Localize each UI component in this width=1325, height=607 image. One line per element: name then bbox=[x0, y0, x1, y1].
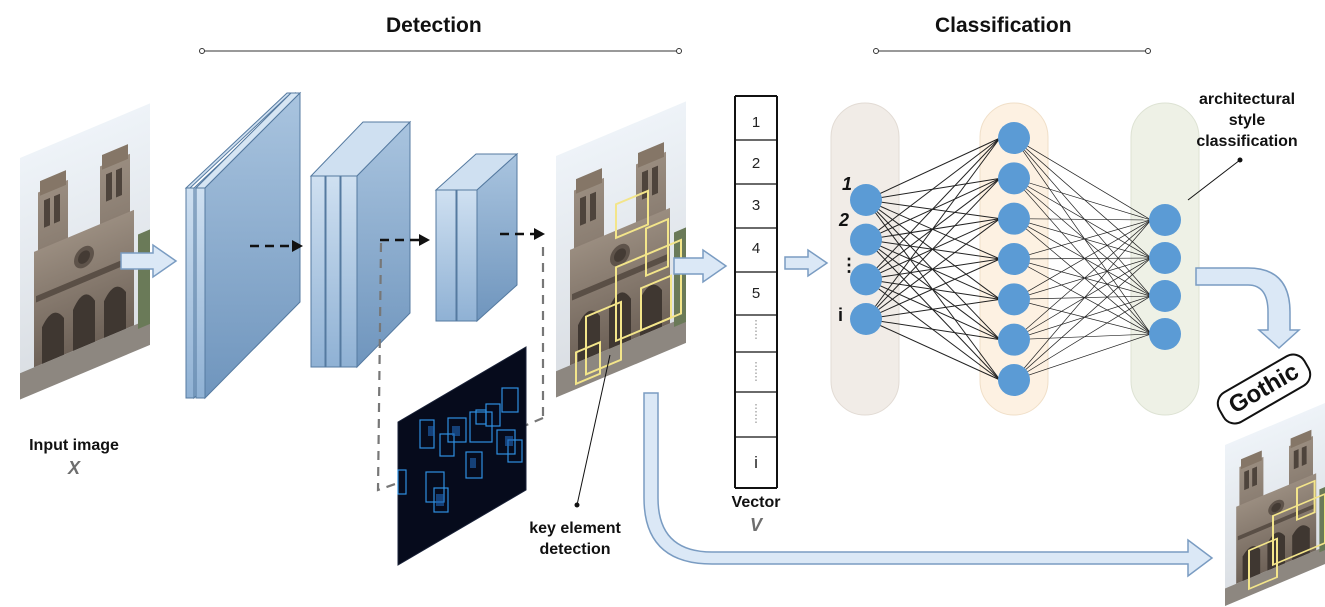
vector-symbol: V bbox=[749, 515, 762, 535]
style-note-line1: architectural bbox=[1198, 91, 1296, 108]
network-edge bbox=[1013, 219, 1152, 340]
network-edge bbox=[865, 318, 1001, 381]
network-edge bbox=[1013, 295, 1152, 381]
network-edge bbox=[1013, 257, 1152, 340]
network-edge bbox=[865, 258, 1001, 320]
network-edge bbox=[1013, 258, 1152, 297]
detection-bracket bbox=[199, 48, 682, 54]
result-label: Gothic bbox=[1211, 348, 1317, 430]
hidden-node bbox=[998, 162, 1030, 195]
network-edge bbox=[1013, 258, 1152, 335]
network-edge bbox=[1013, 333, 1152, 381]
classification-bracket bbox=[873, 48, 1151, 54]
hidden-node bbox=[998, 364, 1030, 396]
network-edge bbox=[865, 318, 1001, 341]
vector-cell: 2 bbox=[751, 155, 761, 172]
network-nodes bbox=[850, 122, 1181, 396]
vector-column bbox=[734, 95, 778, 489]
network-edge bbox=[1013, 295, 1152, 300]
input-node-label: 2 bbox=[839, 210, 850, 230]
network-edge bbox=[865, 218, 1001, 320]
network-edge bbox=[1013, 137, 1152, 221]
network-edge bbox=[1013, 137, 1152, 335]
vector-cell: 3 bbox=[751, 197, 761, 214]
arrow-input-to-conv bbox=[120, 243, 178, 279]
vector-label: Vector bbox=[731, 494, 781, 511]
vector-cell: 1 bbox=[751, 114, 761, 131]
network-edge bbox=[1013, 257, 1152, 260]
arrow-detected-to-vector bbox=[673, 248, 728, 284]
network-edge bbox=[1013, 257, 1152, 300]
input-node bbox=[850, 184, 882, 216]
style-note-line3: classification bbox=[1196, 133, 1298, 150]
classification-title: Classification bbox=[935, 14, 1072, 37]
network-edge bbox=[865, 137, 1001, 280]
input-node-label: i bbox=[838, 305, 844, 325]
network-edge bbox=[865, 137, 1001, 241]
output-image bbox=[1225, 401, 1325, 606]
conv-block-2 bbox=[309, 120, 412, 369]
input-node bbox=[850, 263, 882, 296]
network-edge bbox=[1013, 295, 1152, 341]
key-element-pointer-dot bbox=[574, 502, 580, 508]
network-edge bbox=[1013, 257, 1152, 381]
network-edge bbox=[1013, 218, 1152, 259]
output-node bbox=[1149, 318, 1181, 350]
input-node-label: 1 bbox=[842, 174, 853, 194]
network-edge bbox=[865, 137, 1001, 320]
network-edge bbox=[1013, 177, 1152, 221]
arrow-vector-to-network bbox=[784, 248, 829, 278]
network-edge bbox=[1013, 219, 1152, 300]
network-edge bbox=[1013, 178, 1152, 259]
style-note-line2: style bbox=[1228, 112, 1266, 129]
hidden-node bbox=[998, 243, 1030, 275]
vector-cell: 4 bbox=[751, 240, 761, 257]
feature-map bbox=[397, 346, 527, 566]
network-edge bbox=[865, 298, 1001, 320]
network-edge bbox=[1013, 218, 1152, 297]
output-node bbox=[1149, 204, 1181, 236]
input-node bbox=[850, 223, 882, 256]
style-pointer-dot bbox=[1237, 157, 1243, 163]
network-edge bbox=[1013, 178, 1152, 297]
style-pointer bbox=[1187, 159, 1241, 201]
detection-title: Detection bbox=[386, 14, 482, 37]
conv-block-3 bbox=[434, 152, 519, 323]
vector-cell: 5 bbox=[751, 285, 761, 302]
input-node-label: ⋮ bbox=[840, 255, 858, 275]
arrow-output-to-result bbox=[1195, 267, 1301, 350]
network-edge bbox=[1013, 219, 1152, 381]
network-edge bbox=[1013, 178, 1152, 335]
hidden-node bbox=[998, 202, 1030, 235]
input-layer-column bbox=[830, 102, 900, 416]
network-edges bbox=[865, 137, 1152, 381]
network-edge bbox=[1013, 137, 1152, 297]
input-node bbox=[850, 303, 882, 335]
output-node bbox=[1149, 242, 1181, 274]
hidden-node bbox=[998, 323, 1030, 356]
dashed-arrows bbox=[250, 232, 535, 248]
network-edge bbox=[1013, 298, 1152, 335]
hidden-node bbox=[998, 122, 1030, 154]
network-edge bbox=[865, 177, 1001, 320]
key-element-pointer bbox=[576, 354, 611, 506]
network-edge bbox=[1013, 219, 1152, 260]
input-symbol: X bbox=[67, 458, 80, 478]
output-node bbox=[1149, 280, 1181, 312]
network-edge bbox=[1013, 137, 1152, 259]
network-edge bbox=[1013, 333, 1152, 341]
network-edge bbox=[1013, 218, 1152, 221]
input-image-label: Input image bbox=[29, 437, 119, 454]
network-edge bbox=[1013, 218, 1152, 335]
detected-image bbox=[556, 101, 686, 398]
network-edge bbox=[865, 137, 1001, 201]
key-element-label-line1: key element bbox=[529, 520, 621, 537]
dashed-arrow-heads bbox=[292, 228, 545, 252]
key-element-label-line2: detection bbox=[539, 541, 611, 558]
arrow-detected-to-result bbox=[643, 392, 1214, 578]
hidden-node bbox=[998, 283, 1030, 316]
vector-cell: i bbox=[754, 453, 758, 472]
projection-lines bbox=[376, 242, 545, 492]
